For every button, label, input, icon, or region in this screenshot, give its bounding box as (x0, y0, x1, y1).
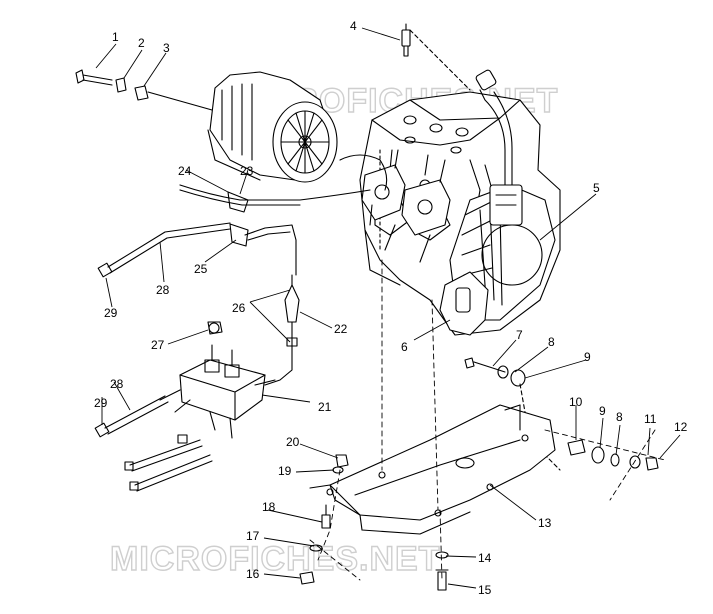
callout-28-lower: 28 (110, 377, 124, 391)
fuel-filter (264, 274, 300, 386)
callout-9: 9 (584, 350, 591, 364)
callout-16: 16 (246, 567, 260, 581)
callout-27: 27 (151, 338, 165, 352)
callout-9-right: 9 (599, 404, 606, 418)
washer (115, 77, 127, 93)
callout-labels: 1 2 3 4 5 6 7 8 9 8 9 10 11 12 13 14 15 … (94, 19, 688, 597)
callout-22: 22 (334, 322, 348, 336)
callout-4: 4 (350, 19, 357, 33)
mount-spacer (567, 439, 586, 456)
bolt (75, 69, 113, 86)
callout-5: 5 (593, 181, 600, 195)
callout-17: 17 (246, 529, 260, 543)
mount-nut-right (645, 457, 659, 471)
callout-15: 15 (478, 583, 492, 597)
bracket-washer (309, 544, 323, 552)
callout-20: 20 (286, 435, 300, 449)
mount-nut (207, 321, 223, 335)
callout-14: 14 (478, 551, 492, 565)
callout-25: 25 (194, 262, 208, 276)
mount-rubber-right (591, 446, 605, 464)
callout-8: 8 (548, 335, 555, 349)
fuel-line-upper (97, 222, 297, 278)
callout-6: 6 (401, 340, 408, 354)
callout-3: 3 (163, 41, 170, 55)
fuel-line-lower (94, 395, 213, 492)
callout-29-lower: 29 (94, 396, 108, 410)
callout-18: 18 (262, 500, 276, 514)
starter-housing-lower (439, 271, 489, 336)
bracket-bolt (321, 504, 331, 529)
ignition-module (475, 69, 523, 226)
leader-lines (95, 27, 681, 589)
callout-28: 28 (156, 283, 170, 297)
fan-shroud (207, 71, 338, 183)
throttle-cable (179, 184, 371, 213)
plate-bolt (435, 569, 449, 591)
spark-plug (401, 23, 471, 91)
callout-1: 1 (112, 30, 119, 44)
callout-10: 10 (569, 395, 583, 409)
plate-washer (435, 551, 449, 559)
engine-mount-plate (309, 404, 556, 535)
mount-washer-right (610, 453, 620, 467)
callout-7: 7 (516, 328, 523, 342)
fuel-pump (159, 322, 276, 439)
callout-11: 11 (644, 412, 657, 426)
callout-24: 24 (178, 164, 192, 178)
carburetor-left (361, 149, 406, 226)
assembly-centerlines (309, 259, 666, 581)
callout-29: 29 (104, 306, 118, 320)
carburetor-right (401, 159, 451, 236)
bracket-nut (332, 454, 349, 474)
bracket-lock-nut (299, 571, 315, 585)
callout-13: 13 (538, 516, 552, 530)
bushing (134, 85, 213, 111)
callout-8-right: 8 (616, 410, 623, 424)
choke-cable (339, 154, 388, 191)
callout-21: 21 (318, 400, 332, 414)
callout-12: 12 (674, 420, 688, 434)
callout-2: 2 (138, 36, 145, 50)
watermark-bottom: MICROFICHES.NET (110, 540, 440, 578)
mount-lock-nut (629, 455, 641, 469)
callout-26: 26 (232, 301, 246, 315)
callout-23: 23 (240, 164, 254, 178)
callout-19: 19 (278, 464, 292, 478)
